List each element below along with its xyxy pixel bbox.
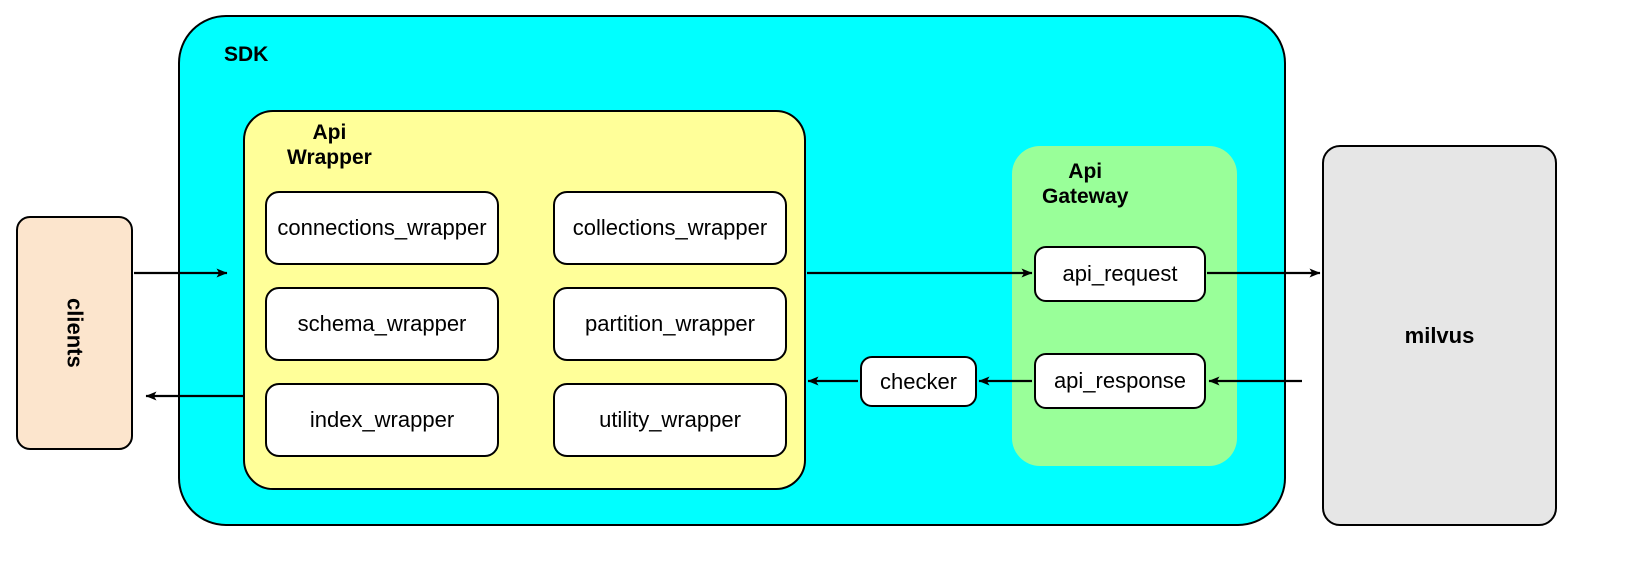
milvus-node[interactable]: milvus: [1322, 145, 1557, 526]
checker-node[interactable]: checker: [860, 356, 977, 407]
api-wrapper-label: Api Wrapper: [287, 121, 372, 169]
api-request-label: api_request: [1062, 261, 1178, 286]
schema-wrapper-node[interactable]: schema_wrapper: [265, 287, 499, 361]
clients-node[interactable]: clients: [16, 216, 133, 450]
connections-wrapper-label: connections_wrapper: [277, 215, 487, 240]
index-wrapper-node[interactable]: index_wrapper: [265, 383, 499, 457]
milvus-label: milvus: [1404, 322, 1475, 348]
api-response-node[interactable]: api_response: [1034, 353, 1206, 409]
collections-wrapper-node[interactable]: collections_wrapper: [553, 191, 787, 265]
utility-wrapper-label: utility_wrapper: [599, 407, 741, 432]
sdk-label: SDK: [224, 43, 269, 66]
collections-wrapper-label: collections_wrapper: [572, 215, 768, 240]
api-response-label: api_response: [1053, 368, 1187, 393]
clients-label: clients: [62, 298, 88, 368]
partition-wrapper-node[interactable]: partition_wrapper: [553, 287, 787, 361]
partition-wrapper-label: partition_wrapper: [585, 311, 755, 336]
utility-wrapper-node[interactable]: utility_wrapper: [553, 383, 787, 457]
schema-wrapper-label: schema_wrapper: [297, 311, 467, 336]
connections-wrapper-node[interactable]: connections_wrapper: [265, 191, 499, 265]
api-gateway-label: Api Gateway: [1042, 160, 1129, 208]
api-gateway-container[interactable]: Api Gateway: [1012, 146, 1237, 466]
api-request-node[interactable]: api_request: [1034, 246, 1206, 302]
index-wrapper-label: index_wrapper: [309, 407, 455, 432]
checker-label: checker: [879, 368, 958, 394]
